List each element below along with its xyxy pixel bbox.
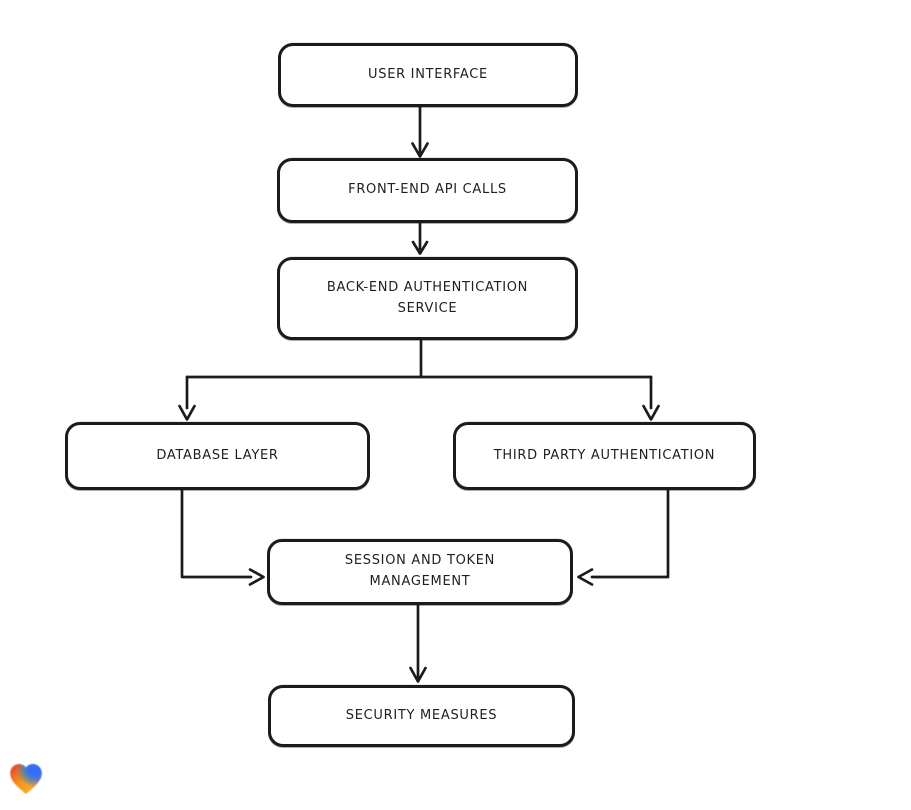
node-user-interface: USER INTERFACE [278, 43, 578, 107]
edge-frontend-api-calls-to-backend-auth-service [411, 221, 429, 255]
node-backend-auth-service: BACK-END AUTHENTICATION SERVICE [277, 257, 578, 340]
edge-third-party-auth-to-session-token-mgmt [577, 488, 670, 586]
node-third-party-auth: THIRD PARTY AUTHENTICATION [453, 422, 756, 490]
node-session-token-mgmt-label: SESSION AND TOKEN MANAGEMENT [344, 553, 496, 589]
edge-database-layer-to-session-token-mgmt [180, 488, 265, 586]
edge-backend-auth-service-branch [178, 338, 660, 421]
edge-user-interface-to-frontend-api-calls [411, 105, 429, 158]
node-database-layer-label: DATABASE LAYER [156, 447, 279, 463]
node-user-interface-label: USER INTERFACE [368, 66, 488, 82]
node-security-measures-label: SECURITY MEASURES [345, 707, 498, 723]
node-frontend-api-calls-label: FRONT-END API CALLS [348, 182, 507, 198]
edge-session-token-mgmt-to-security-measures [409, 603, 427, 683]
node-database-layer: DATABASE LAYER [65, 422, 370, 490]
node-backend-auth-service-label: BACK-END AUTHENTICATION SERVICE [326, 279, 529, 316]
heart-icon [10, 764, 42, 794]
node-session-token-mgmt: SESSION AND TOKEN MANAGEMENT [267, 539, 573, 605]
node-security-measures: SECURITY MEASURES [268, 685, 575, 747]
node-third-party-auth-label: THIRD PARTY AUTHENTICATION [493, 447, 716, 463]
node-frontend-api-calls: FRONT-END API CALLS [277, 158, 578, 223]
lovable-heart-logo[interactable] [7, 760, 45, 798]
